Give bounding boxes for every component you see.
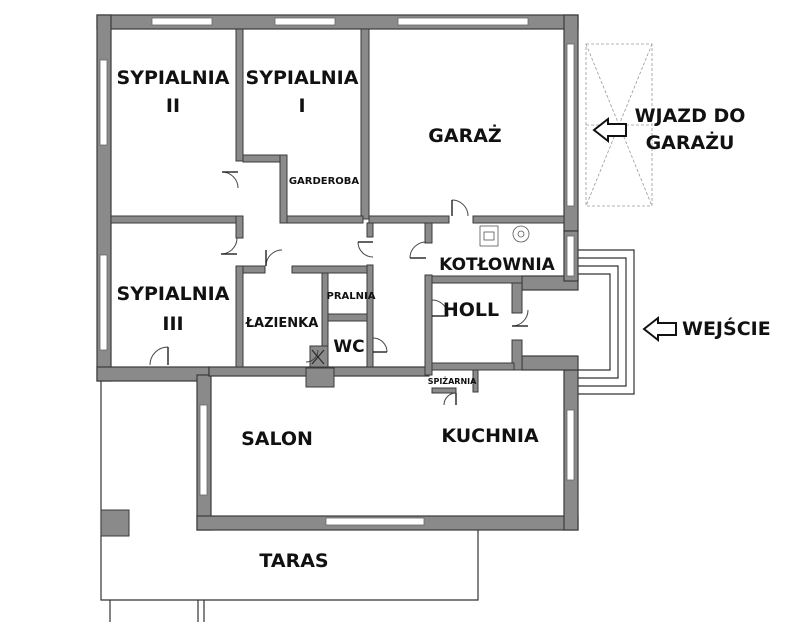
room-label-sypialnia-3-line1: SYPIALNIA	[117, 283, 230, 305]
room-label-sypialnia-2-line1: SYPIALNIA	[117, 67, 230, 89]
interior-walls	[110, 28, 565, 394]
room-label-taras: TARAS	[259, 550, 328, 572]
doors	[149, 171, 529, 406]
room-label-kuchnia: KUCHNIA	[441, 425, 539, 447]
room-label-sypialnia-3-line2: III	[162, 313, 183, 335]
garage-entry-arrow	[592, 116, 627, 144]
room-label-garaz: GARAŻ	[428, 123, 501, 147]
entrance-arrow	[642, 315, 677, 343]
terrace-outline	[100, 375, 479, 622]
room-label-wc: WC	[333, 337, 364, 357]
boiler-appliances	[479, 225, 530, 247]
chimney-mark	[311, 349, 325, 365]
room-label-pralnia: PRALNIA	[327, 291, 376, 302]
room-label-sypialnia-1-line2: I	[298, 95, 305, 117]
room-label-kotlownia: KOTŁOWNIA	[439, 255, 556, 275]
annotation-garage-entry-line2: GARAŻU	[646, 130, 735, 154]
annotation-entrance: WEJŚCIE	[682, 316, 771, 340]
room-label-sypialnia-1-line1: SYPIALNIA	[246, 67, 359, 89]
windows	[99, 17, 575, 526]
room-label-sypialnia-2-line2: II	[166, 95, 180, 117]
annotation-garage-entry-line1: WJAZD DO	[635, 105, 746, 127]
room-label-lazienka: ŁAZIENKA	[245, 316, 319, 331]
room-label-garderoba: GARDEROBA	[289, 176, 360, 187]
room-label-salon: SALON	[241, 428, 313, 450]
room-label-spizarnia: SPIŻARNIA	[428, 376, 477, 386]
entrance-steps	[577, 249, 635, 395]
room-label-holl: HOLL	[443, 299, 499, 321]
